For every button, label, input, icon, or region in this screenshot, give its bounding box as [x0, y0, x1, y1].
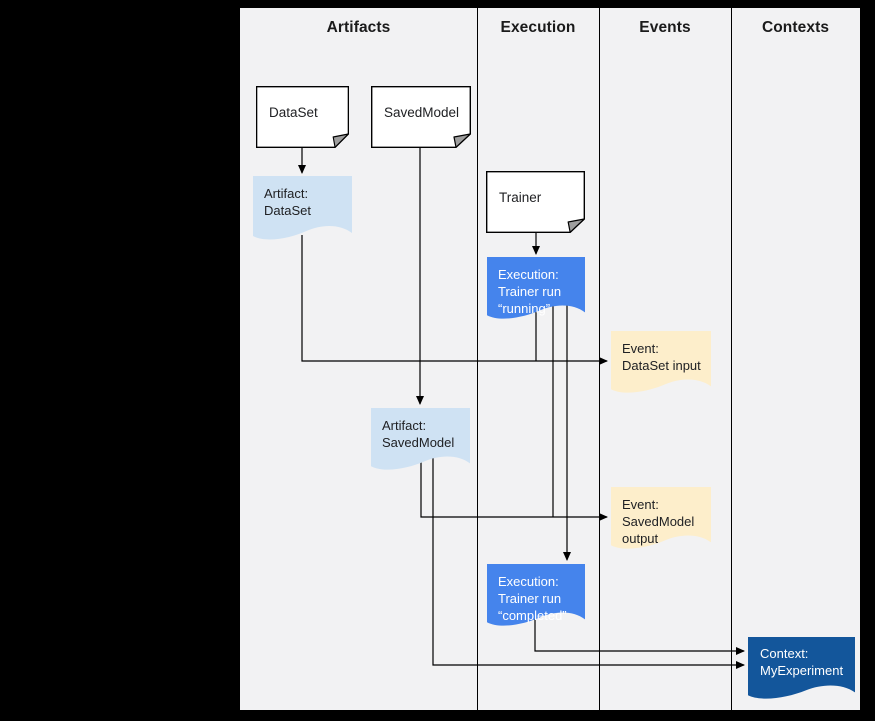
node-label-line: “completed”: [498, 608, 567, 623]
arrow-artifact-savedmodel-to-event: [420, 458, 608, 521]
document-shape: [253, 176, 352, 240]
arrow-artifact-dataset-to-event: [301, 235, 608, 365]
node-label: DataSet: [269, 104, 318, 120]
document-shape: [748, 637, 855, 699]
node-event-dataset-input: Event: DataSet input: [611, 331, 711, 397]
node-artifact-savedmodel: Artifact: SavedModel: [371, 408, 470, 474]
column-divider: [599, 8, 600, 710]
node-label-line: DataSet input: [622, 358, 701, 373]
node-label-line: Execution:: [498, 267, 559, 282]
arrow-execution-completed-to-context: [534, 612, 745, 655]
node-savedmodel: SavedModel: [371, 86, 471, 148]
node-label-line: Trainer run: [498, 284, 562, 299]
node-dataset: DataSet: [256, 86, 349, 148]
node-label: SavedModel: [384, 104, 460, 120]
node-artifact-dataset: Artifact: DataSet: [253, 176, 352, 244]
column-header-execution: Execution: [500, 19, 576, 36]
node-label: Trainer: [499, 189, 542, 205]
column-header-contexts: Contexts: [761, 19, 830, 36]
node-label-line: “running”: [498, 301, 551, 316]
document-shape: [371, 408, 470, 470]
node-trainer: Trainer: [486, 171, 585, 233]
node-execution-completed: Execution: Trainer run “completed”: [487, 564, 585, 630]
node-label-line: Artifact:: [264, 186, 309, 201]
note-shape: [371, 86, 471, 148]
document-shape: [487, 257, 585, 319]
node-label-line: Event:: [622, 341, 659, 356]
document-shape: [611, 331, 711, 393]
node-label-line: Trainer run: [498, 591, 562, 606]
note-shape: [486, 171, 585, 233]
node-label-line: SavedModel: [382, 435, 455, 450]
node-label-line: SavedModel: [622, 514, 695, 529]
node-label-line: Context:: [760, 646, 809, 661]
document-shape: [487, 564, 585, 626]
node-execution-running: Execution: Trainer run “running”: [487, 257, 585, 323]
node-label-line: DataSet: [264, 203, 311, 218]
node-context-myexperiment: Context: MyExperiment: [748, 637, 855, 703]
node-label-line: Execution:: [498, 574, 559, 589]
arrow-artifact-savedmodel-to-context: [432, 458, 745, 669]
column-header-events: Events: [639, 19, 691, 36]
node-event-savedmodel-output: Event: SavedModel output: [611, 487, 711, 553]
node-label-line: output: [622, 531, 659, 546]
node-label-line: Artifact:: [382, 418, 427, 433]
node-label-line: MyExperiment: [760, 663, 844, 678]
note-shape: [256, 86, 349, 148]
document-shape: [611, 487, 711, 549]
column-divider: [477, 8, 478, 710]
node-label-line: Event:: [622, 497, 659, 512]
column-divider: [731, 8, 732, 710]
column-header-artifacts: Artifacts: [326, 19, 391, 36]
